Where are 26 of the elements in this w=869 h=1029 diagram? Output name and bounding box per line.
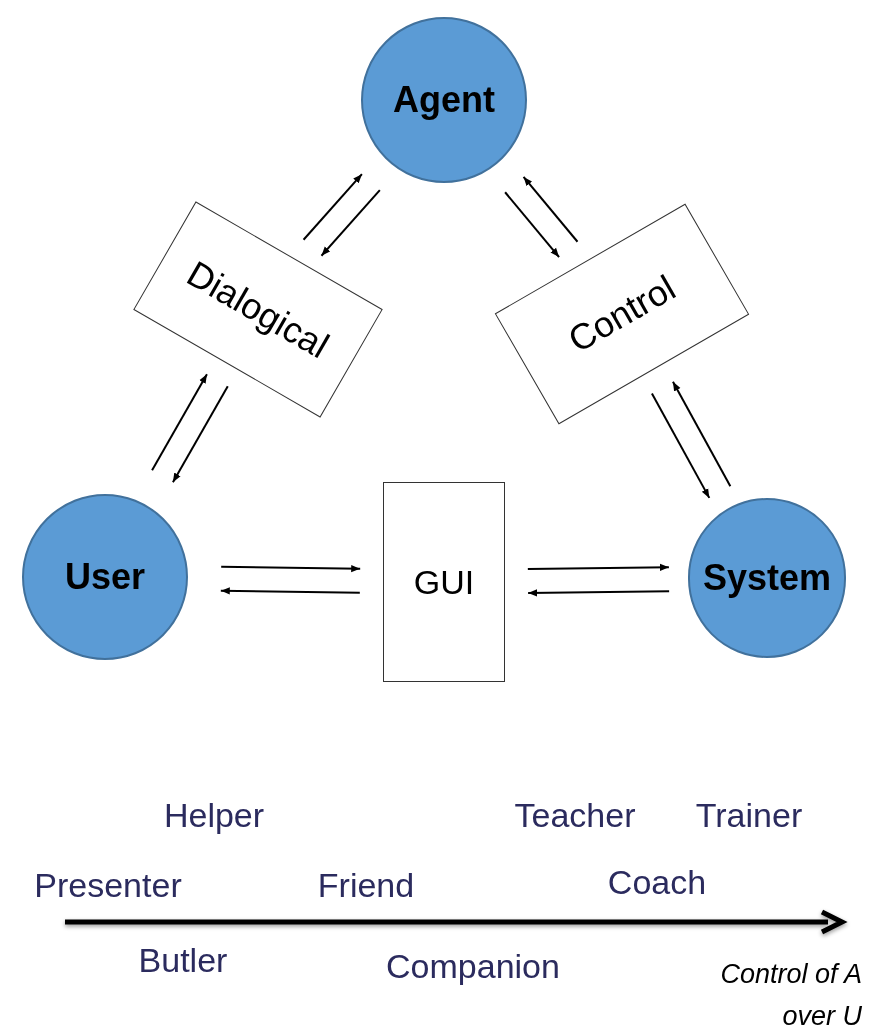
- role-label: Butler: [138, 943, 228, 977]
- arrow: [504, 191, 561, 259]
- arrow: [302, 173, 363, 241]
- arrow: [522, 175, 579, 243]
- role-label: Friend: [317, 868, 415, 902]
- arrow: [526, 563, 670, 571]
- arrow: [220, 565, 362, 573]
- process-box: [383, 482, 505, 682]
- role-label: Trainer: [695, 798, 803, 832]
- node-label: GUI: [413, 565, 475, 599]
- node-label: System: [702, 560, 832, 596]
- role-label: Presenter: [34, 868, 182, 902]
- arrow: [219, 587, 361, 595]
- node-label: Agent: [393, 82, 495, 118]
- node-label: User: [64, 559, 146, 595]
- role-label: Coach: [607, 865, 707, 899]
- arrow: [527, 589, 671, 597]
- arrow: [320, 189, 381, 257]
- role-label: Companion: [386, 949, 560, 983]
- role-label: Teacher: [514, 798, 636, 832]
- role-label: Helper: [163, 798, 265, 832]
- axis-label: Control of A over U: [719, 958, 862, 1029]
- arrow: [151, 373, 208, 472]
- arrow: [650, 392, 711, 499]
- arrow: [671, 380, 732, 488]
- arrow: [171, 385, 229, 484]
